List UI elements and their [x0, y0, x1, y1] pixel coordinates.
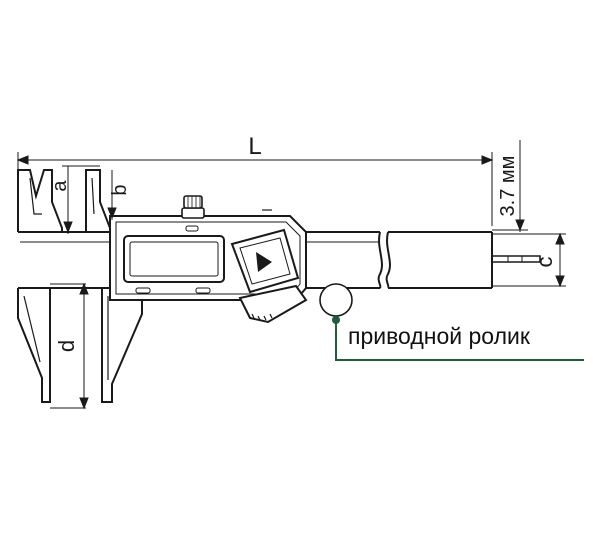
lcd-button-left	[135, 287, 151, 294]
dimension-a-arrow	[63, 221, 73, 234]
slider-top-notch	[181, 207, 205, 219]
label-a: a	[49, 180, 71, 192]
dimension-L-arrow-right	[481, 155, 494, 165]
thumb-wheel-knurl	[187, 196, 201, 208]
moving-upper-jaw	[85, 169, 111, 232]
lcd-frame	[123, 235, 225, 283]
callout-leader-line	[335, 320, 584, 361]
callout-label: приводной ролик	[348, 323, 531, 349]
dimension-c-arrow-bottom	[555, 275, 565, 288]
fixed-upper-jaw-detail	[29, 177, 42, 215]
label-d: d	[54, 340, 79, 352]
dimension-d-arrow-bottom	[79, 397, 89, 410]
label-L: L	[248, 133, 261, 160]
dimension-thickness	[492, 140, 528, 232]
roller-housing-body	[238, 284, 308, 324]
label-b: b	[109, 184, 131, 195]
lcd-button-right	[195, 287, 211, 294]
depth-rod-outline	[492, 255, 541, 263]
dimension-b-arrow	[107, 207, 117, 220]
break-line-left	[377, 231, 383, 289]
fixed-jaw	[17, 169, 63, 403]
dimension-b	[107, 170, 117, 220]
dimension-c	[492, 232, 566, 288]
dimension-c-extensions	[492, 233, 566, 287]
depth-rod-marks	[507, 256, 523, 262]
dimension-L	[16, 152, 494, 226]
dimension-c-arrow-top	[555, 232, 565, 245]
slider-slot-top	[185, 225, 199, 232]
function-button-inner	[239, 237, 291, 285]
beam-right-edges	[388, 231, 492, 289]
roller-teeth	[251, 313, 273, 321]
label-thickness: 3.7 мм	[497, 156, 519, 217]
lcd-display	[123, 235, 225, 294]
dimension-L-arrow-left	[16, 155, 29, 165]
dimension-d-extensions	[50, 283, 86, 409]
fixed-lower-jaw-detail	[23, 295, 41, 363]
dimension-thickness-arrow	[515, 219, 525, 232]
moving-lower-jaw	[101, 288, 143, 403]
roller-callout	[319, 283, 584, 361]
dimension-d-arrow-top	[79, 282, 89, 295]
dimension-L-extension-lines	[17, 152, 493, 226]
dimension-d	[50, 282, 89, 410]
moving-upper-jaw-detail	[91, 177, 95, 215]
roller-circle-icon	[319, 283, 353, 317]
function-button	[230, 228, 300, 294]
thumb-wheel	[183, 195, 203, 209]
lcd-screen	[129, 241, 219, 277]
depth-rod	[492, 255, 541, 263]
play-triangle-icon	[256, 252, 272, 272]
fixed-upper-jaw	[17, 169, 63, 232]
break-line-right	[385, 231, 391, 289]
fixed-lower-jaw	[17, 288, 51, 403]
roller-housing	[238, 284, 308, 324]
dimension-a	[62, 165, 100, 234]
slider-inner-outline	[115, 221, 301, 295]
label-c: c	[532, 257, 557, 268]
